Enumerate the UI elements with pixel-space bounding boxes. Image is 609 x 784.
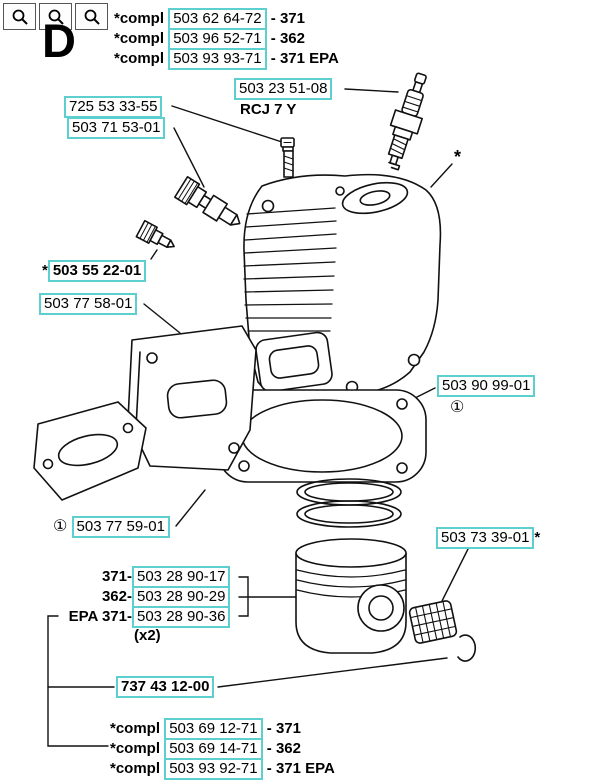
assembly-row: *compl 503 69 12-71 - 371: [110, 718, 335, 740]
part-number-link[interactable]: 503 90 99-01: [437, 375, 536, 397]
screw-drawing: [280, 137, 295, 178]
part-number-link[interactable]: 503 77 58-01: [39, 293, 138, 315]
cylinder-gasket-drawing: [217, 389, 427, 483]
qty-marker: ①: [53, 517, 68, 535]
circlip-drawing: [457, 634, 477, 662]
part-number-link[interactable]: 503 73 39-01: [436, 527, 535, 549]
part-number-link[interactable]: 737 43 12-00: [116, 676, 215, 698]
asterisk-marker: *: [42, 261, 48, 279]
cooling-plate-drawing: [127, 325, 257, 471]
part-number-link[interactable]: 503 71 53-01: [67, 117, 166, 139]
cylinder-gasket-label: 503 90 99-01: [437, 375, 536, 397]
compl-prefix: *compl: [114, 49, 165, 67]
compl-prefix: *compl: [114, 9, 165, 27]
compl-prefix: *compl: [110, 759, 161, 777]
cylinder-drawing: [243, 173, 442, 399]
compl-prefix: *compl: [110, 719, 161, 737]
bearing-label: 503 73 39-01*: [436, 527, 540, 549]
assembly-row: *compl 503 93 92-71 - 371 EPA: [110, 758, 335, 780]
part-number-link[interactable]: 503 55 22-01: [47, 260, 147, 282]
zoom-button-3[interactable]: [75, 3, 108, 30]
part-number-link[interactable]: 503 23 51-08: [234, 78, 333, 100]
piston-pin-label: 737 43 12-00: [116, 676, 215, 698]
ring-row: EPA 371-503 28 90-36: [60, 606, 231, 628]
model-suffix: - 371 EPA: [266, 759, 335, 777]
asterisk-marker: *: [534, 528, 541, 546]
compl-prefix: *compl: [114, 29, 165, 47]
part-number-link[interactable]: 503 62 64-72: [168, 8, 267, 30]
bottom-assembly-list: *compl 503 69 12-71 - 371 *compl 503 69 …: [110, 718, 335, 780]
piston-ring-rows: 371-503 28 90-17 362-503 28 90-29 EPA 37…: [60, 566, 231, 628]
part-number-link[interactable]: 503 93 92-71: [164, 758, 263, 780]
model-suffix: - 362: [270, 29, 305, 47]
part-number-link[interactable]: 725 53 33-55: [64, 96, 163, 118]
section-letter: D: [42, 14, 76, 67]
assembly-row: *compl 503 69 14-71 - 362: [110, 738, 335, 760]
assembly-row: *compl 503 93 93-71 - 371 EPA: [114, 48, 339, 70]
screw-label: 725 53 33-55: [64, 96, 163, 118]
cylinder-marker: *: [454, 147, 462, 167]
model-prefix: 371-: [101, 567, 132, 585]
impulse-plug-label: *503 55 22-01: [42, 260, 147, 282]
zoom-button-1[interactable]: [3, 3, 36, 30]
spark-plug-label: 503 23 51-08: [234, 78, 333, 100]
piston-drawing: [295, 538, 407, 654]
zoom-toolbar: [3, 3, 108, 30]
assembly-row: *compl 503 62 64-72 - 371: [114, 8, 339, 30]
part-number-link[interactable]: 503 28 90-17: [132, 566, 231, 588]
top-assembly-list: *compl 503 62 64-72 - 371 *compl 503 96 …: [114, 8, 339, 70]
piston-rings-drawing: [296, 478, 402, 528]
compl-prefix: *compl: [110, 739, 161, 757]
decomp-valve-drawing: [174, 176, 241, 226]
ring-qty: (x2): [134, 627, 161, 644]
part-number-link[interactable]: 503 69 12-71: [164, 718, 263, 740]
model-suffix: - 371: [270, 9, 305, 27]
model-prefix: 362-: [101, 587, 132, 605]
model-suffix: - 371 EPA: [270, 49, 339, 67]
line-art: [33, 72, 477, 662]
model-suffix: - 371: [266, 719, 301, 737]
leader-lines: [47, 88, 469, 747]
part-number-link[interactable]: 503 28 90-29: [132, 586, 231, 608]
ring-row: 371-503 28 90-17: [60, 566, 231, 588]
spark-plug-type: RCJ 7 Y: [240, 101, 297, 118]
model-prefix: EPA 371-: [68, 607, 132, 625]
zoom-button-2[interactable]: [39, 3, 72, 30]
bearing-drawing: [408, 600, 458, 644]
part-number-link[interactable]: 503 96 52-71: [168, 28, 267, 50]
exhaust-gasket-label: ① 503 77 59-01: [53, 516, 170, 538]
decomp-valve-label: 503 71 53-01: [67, 117, 166, 139]
part-number-link[interactable]: 503 77 59-01: [71, 516, 170, 538]
part-number-link[interactable]: 503 28 90-36: [132, 606, 231, 628]
ring-row: 362-503 28 90-29: [60, 586, 231, 608]
magnifier-icon: [12, 9, 28, 25]
assembly-row: *compl 503 96 52-71 - 362: [114, 28, 339, 50]
model-suffix: - 362: [266, 739, 301, 757]
exhaust-gasket-drawing: [33, 401, 147, 501]
magnifier-icon: [84, 9, 100, 25]
qty-marker: ①: [450, 399, 465, 416]
part-number-link[interactable]: 503 69 14-71: [164, 738, 263, 760]
cooling-plate-label: 503 77 58-01: [39, 293, 138, 315]
spark-plug-drawing: [387, 72, 427, 171]
magnifier-icon: [48, 9, 64, 25]
impulse-plug-drawing: [135, 219, 175, 249]
part-number-link[interactable]: 503 93 93-71: [168, 48, 267, 70]
